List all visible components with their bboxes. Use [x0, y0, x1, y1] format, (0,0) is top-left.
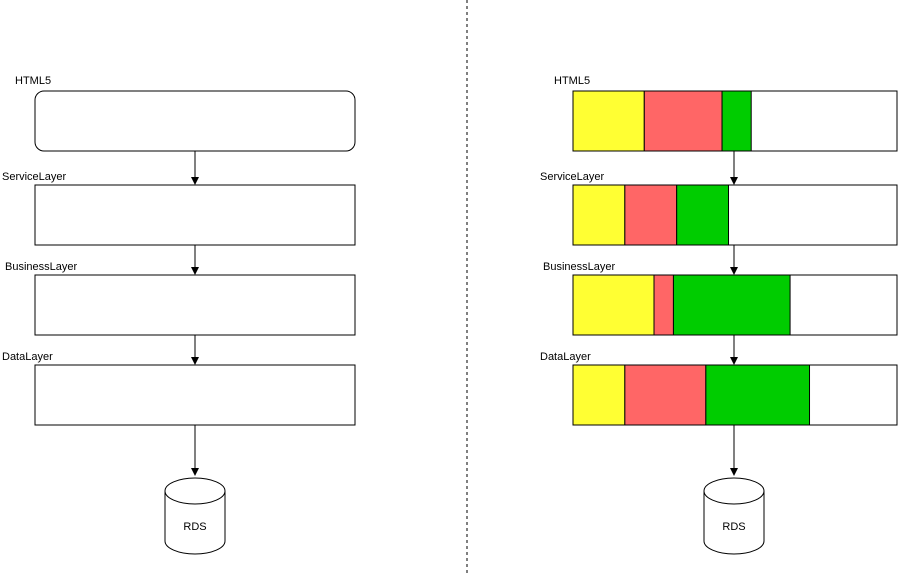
right-stack: HTML5 ServiceLayer BusinessLayer DataLay… — [540, 75, 898, 555]
layer-1-yellow-segment — [572, 90, 645, 152]
layer-3-red-segment — [653, 274, 674, 336]
layer-3-yellow-segment — [572, 274, 655, 336]
right-rds-database-icon[interactable]: RDS — [703, 477, 765, 555]
right-rds-label: RDS — [722, 521, 745, 533]
layer-4-green-segment — [705, 364, 811, 426]
left-rds-label: RDS — [183, 521, 206, 533]
left-html5-box[interactable] — [34, 90, 356, 152]
left-rds-database-icon[interactable]: RDS — [164, 477, 226, 555]
right-datalayer-label: DataLayer — [540, 351, 591, 363]
layer-2-red-segment — [624, 184, 678, 246]
left-stack: HTML5 ServiceLayer BusinessLayer DataLay… — [2, 75, 356, 555]
right-servicelayer-label: ServiceLayer — [540, 171, 605, 183]
left-html5-label: HTML5 — [15, 75, 51, 87]
right-businesslayer-label: BusinessLayer — [543, 261, 615, 273]
right-html5-label: HTML5 — [554, 75, 590, 87]
layer-3-green-segment — [672, 274, 791, 336]
left-businesslayer-box[interactable] — [34, 274, 356, 336]
left-datalayer-label: DataLayer — [2, 351, 53, 363]
layer-4-yellow-segment — [572, 364, 626, 426]
left-datalayer-box[interactable] — [34, 364, 356, 426]
left-servicelayer-label: ServiceLayer — [2, 171, 67, 183]
layer-1-green-segment — [721, 90, 752, 152]
left-businesslayer-label: BusinessLayer — [5, 261, 77, 273]
layer-2-green-segment — [676, 184, 730, 246]
left-servicelayer-box[interactable] — [34, 184, 356, 246]
layer-4-red-segment — [624, 364, 707, 426]
layer-1-red-segment — [643, 90, 723, 152]
layer-2-yellow-segment — [572, 184, 626, 246]
